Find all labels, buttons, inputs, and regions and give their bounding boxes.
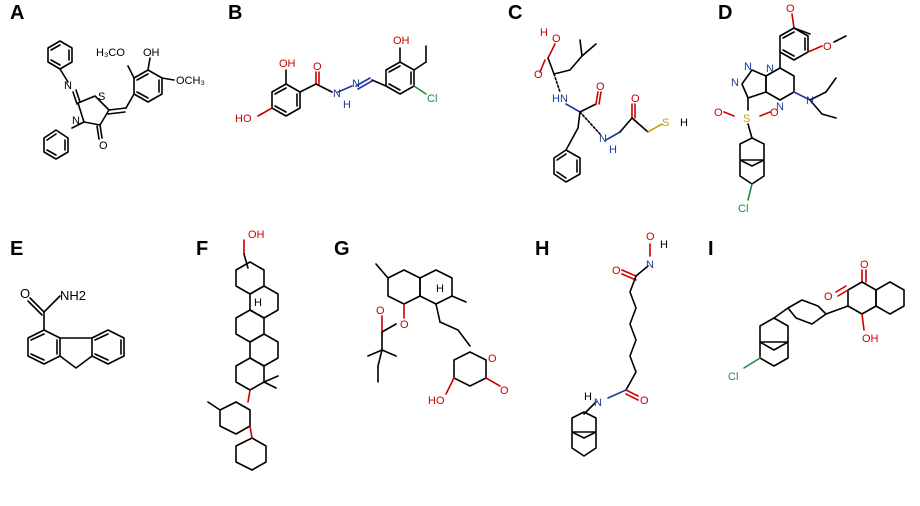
ring [235,357,265,391]
atom-label-h: H [680,117,688,129]
atom-label-cl: Cl [427,93,437,105]
chlorophenyl-ring [739,137,765,167]
atom-label-och3: OCH₃ [176,75,205,87]
panel-label-c: C [508,2,523,24]
chlorophenyl-ring [759,341,789,367]
benzene-ring [27,329,61,365]
atom-label-s: S [743,113,750,125]
atom-label-n: N [352,78,360,90]
structure-c: O H O N H O N H O S H [534,27,688,183]
atom-label-o: O [376,305,385,317]
atom-label-o: O [488,353,497,365]
atom-label-oh: OH [143,47,160,59]
phenyl-ring [43,129,69,160]
panel-label-b: B [228,2,243,24]
atom-label-o: O [786,3,795,15]
quinone-ring [847,281,877,315]
triazole-ring [741,69,767,99]
atom-label-nh2: NH2 [60,288,86,303]
atom-label-o: O [640,395,649,407]
atom-label-oh: OH [862,333,879,345]
atom-label-o: O [714,107,723,119]
panel-label-e: E [10,238,24,260]
phenyl-ring [47,40,73,70]
structure-e: O NH2 [20,286,125,369]
atom-label-n: N [806,95,814,107]
panel-label-i: I [708,238,714,260]
atom-label-s: S [662,117,669,129]
atom-label-s: S [98,91,105,103]
atom-label-n: N [560,93,568,105]
atom-label-n: N [72,115,80,127]
atom-label-o: O [552,33,561,45]
structure-f: OH H [207,229,279,471]
panel-label-d: D [718,2,733,24]
benzene-ring [91,329,125,365]
atom-label-n: N [646,259,654,271]
ring [387,269,421,305]
benzo-ring [875,281,905,315]
atom-label-ho: HO [428,395,445,407]
atom-label-oh: OH [248,229,265,241]
atom-label-cl: Cl [738,203,748,215]
atom-label-h: H [552,93,560,105]
atom-label-h: H [609,144,617,156]
structure-a: H₃CO OH OCH₃ N S N O [43,40,205,160]
atom-label-o: O [500,385,509,397]
atom-label-o: O [612,265,621,277]
atom-label-n: N [333,88,341,100]
atom-label-ho: HO [235,113,252,125]
atom-label-n: N [594,397,602,409]
atom-label-o: O [646,231,655,243]
atom-label-h: H [660,239,668,251]
panel-label-f: F [196,238,209,260]
atom-label-h: H [436,283,444,295]
cyclohexane-ring [787,299,827,325]
atom-label-n: N [776,101,784,113]
atom-label-n: N [766,63,774,75]
sugar-ring [235,437,267,471]
structure-h: O H N O O N H [571,231,668,457]
atom-label-o: O [770,107,779,119]
chlorophenyl-ring [759,317,789,351]
atom-label-h: H [254,297,262,309]
atom-label-oh: OH [279,58,296,70]
panel-label-h: H [535,238,550,260]
lactone-ring [453,351,487,387]
atom-label-o: O [534,69,543,81]
atom-label-n: N [731,77,739,89]
atom-label-o: O [20,286,30,301]
atom-label-o: O [823,41,832,53]
atom-label-h: H [343,99,351,111]
atom-label-o: O [860,259,869,271]
atom-label-n: N [744,61,752,73]
panel-label-a: A [10,2,25,24]
atom-label-h: H [584,391,592,403]
atom-label-n: N [64,80,72,92]
atom-label-o: O [400,319,409,331]
structure-d: O O N N N N N S O O Cl [714,3,847,215]
atom-label-o: O [596,81,605,93]
atom-label-o: O [824,291,833,303]
panel-label-g: G [334,238,350,260]
sugar-ring [219,401,251,435]
chlorophenyl-ring [739,159,765,185]
phenyl-ring [571,431,597,457]
atom-label-o: O [313,61,322,73]
atom-label-o: O [631,93,640,105]
atom-label-cl: Cl [728,371,738,383]
structure-b: OH O HO N H N OH Cl [235,35,437,125]
atom-label-oh: OH [393,35,410,47]
atom-label-n: N [599,133,607,145]
atom-label-h: H [540,27,548,39]
structure-g: H O O O O HO [367,263,509,407]
structure-i: O O OH Cl [728,259,905,383]
atom-label-o: O [99,140,108,152]
phenyl-ring [571,411,597,439]
atom-label-och3: H₃CO [96,47,125,59]
phenyl-ring [553,149,581,183]
